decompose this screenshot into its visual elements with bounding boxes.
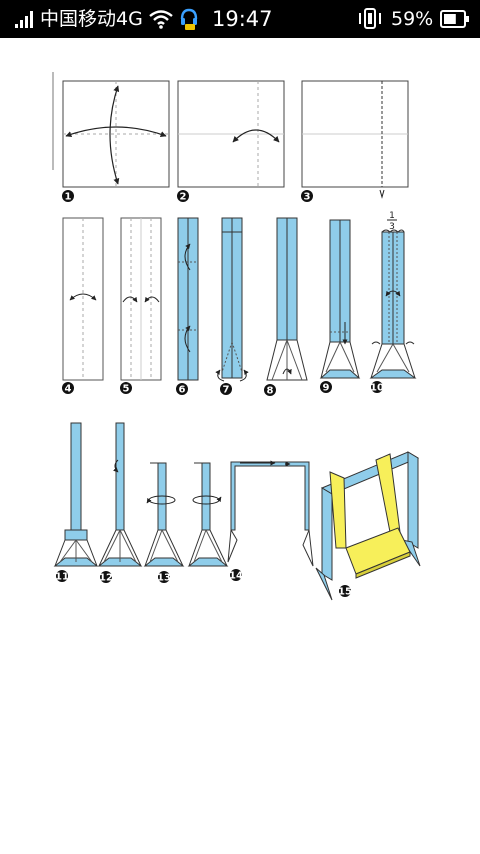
step-5-strip — [120, 217, 162, 381]
step-4-strip — [62, 217, 104, 381]
step-number-14: 14 — [229, 571, 243, 582]
step-badge-7 — [220, 383, 232, 395]
step-14-frame — [227, 460, 314, 567]
step-number-15: 15 — [338, 587, 352, 598]
step-13-shape-b — [187, 462, 229, 567]
step-2-square — [177, 80, 285, 188]
battery-percent: 59% — [391, 8, 434, 30]
step-badge-9 — [320, 381, 332, 393]
step-number-10: 10 — [370, 383, 384, 394]
step-number-1: 1 — [65, 192, 72, 203]
step-badge-4 — [62, 382, 74, 394]
step-badge-15 — [339, 585, 351, 597]
step-15-swing — [315, 451, 421, 601]
step-number-12: 12 — [99, 573, 113, 584]
fraction-numerator: 1 — [389, 211, 395, 221]
fraction-denominator: 3 — [389, 222, 395, 232]
step-badge-3 — [301, 190, 313, 202]
step-number-9: 9 — [323, 383, 330, 394]
origami-swing-diagram: 1 3 — [52, 72, 421, 601]
step-badge-5 — [120, 382, 132, 394]
step-badge-2 — [177, 190, 189, 202]
step-13-shape-a — [143, 462, 185, 567]
headset-app-icon — [180, 8, 198, 30]
signal-bars-icon — [15, 11, 33, 28]
step-10-shape: 1 3 — [369, 211, 417, 379]
step-number-8: 8 — [267, 386, 274, 397]
step-badge-14 — [230, 569, 242, 581]
carrier-label: 中国移动4G — [40, 8, 143, 30]
step-number-11: 11 — [55, 572, 69, 583]
step-number-4: 4 — [65, 384, 72, 395]
step-badge-12 — [100, 571, 112, 583]
step-badge-1 — [62, 190, 74, 202]
step-number-5: 5 — [123, 384, 130, 395]
step-12-shape — [97, 422, 143, 567]
step-badge-6 — [176, 383, 188, 395]
step-7-strip — [215, 217, 249, 382]
status-bar: 中国移动4G 19:47 59% — [0, 0, 480, 38]
step-8-shape — [266, 217, 308, 381]
vibrate-icon — [359, 8, 381, 29]
battery-icon — [440, 10, 469, 28]
step-number-2: 2 — [180, 192, 187, 203]
step-9-shape — [319, 219, 361, 379]
wifi-icon — [149, 10, 173, 29]
clock: 19:47 — [212, 7, 273, 31]
step-number-3: 3 — [304, 192, 311, 203]
step-1-square — [62, 80, 170, 188]
step-3-square — [301, 80, 409, 199]
step-badge-8 — [264, 384, 276, 396]
step-6-strip — [177, 217, 199, 381]
step-number-7: 7 — [223, 385, 230, 396]
step-badge-13 — [158, 571, 170, 583]
step-11-shape — [53, 422, 99, 567]
step-number-13: 13 — [157, 573, 171, 584]
step-badge-11 — [56, 570, 68, 582]
step-badge-10 — [371, 381, 383, 393]
step-number-6: 6 — [179, 385, 186, 396]
image-viewer[interactable]: 1 3 — [0, 38, 480, 854]
